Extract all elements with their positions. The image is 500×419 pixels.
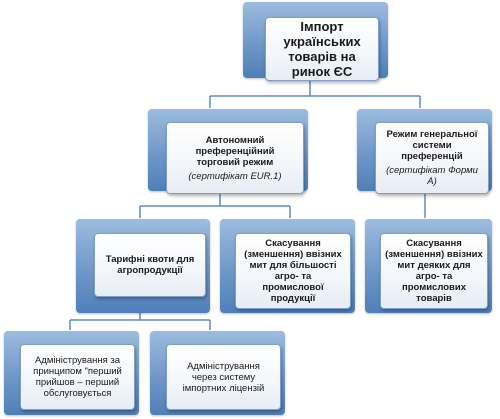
- autonomous-regime-node: Автономний преференційний торговий режим…: [148, 109, 308, 194]
- connector-autonomous-to-children: [139, 190, 291, 218]
- gsp-regime-node: Режим генеральної системи преференцій (с…: [357, 109, 492, 194]
- license-admin-node: Адміністрування через систему імпортних …: [150, 331, 285, 415]
- root-label: Імпорт українських товарів на ринок ЄС: [283, 19, 361, 79]
- connector-root-to-regimes: [209, 78, 421, 108]
- fcfs-admin-label: Адміністрування за принципом "перший при…: [33, 355, 122, 399]
- license-admin-label: Адміністрування через систему імпортних …: [182, 360, 265, 394]
- duty-reduction-most-node: Скасування (зменшення) ввізних мит для б…: [220, 219, 355, 313]
- duty-reduction-some-node: Скасування (зменшення) ввізних мит деяки…: [365, 219, 492, 313]
- connector-quotas-to-children: [69, 312, 211, 330]
- autonomous-regime-note: (сертифікат EUR.1): [188, 170, 282, 182]
- duty-reduction-most-label: Скасування (зменшення) ввізних мит для б…: [244, 238, 342, 304]
- fcfs-admin-node: Адміністрування за принципом "перший при…: [4, 331, 139, 415]
- tariff-quotas-node: Тарифні квоти для агропродукції: [76, 219, 210, 313]
- gsp-regime-label: Режим генеральної системи преференцій: [386, 129, 478, 162]
- gsp-regime-note: (сертифікат Форми А): [386, 165, 478, 187]
- autonomous-regime-label: Автономний преференційний торговий режим: [195, 134, 275, 168]
- duty-reduction-some-label: Скасування (зменшення) ввізних мит деяки…: [385, 238, 483, 304]
- tariff-quotas-label: Тарифні квоти для агропродукції: [105, 254, 195, 276]
- root-node: Імпорт українських товарів на ринок ЄС: [243, 2, 388, 81]
